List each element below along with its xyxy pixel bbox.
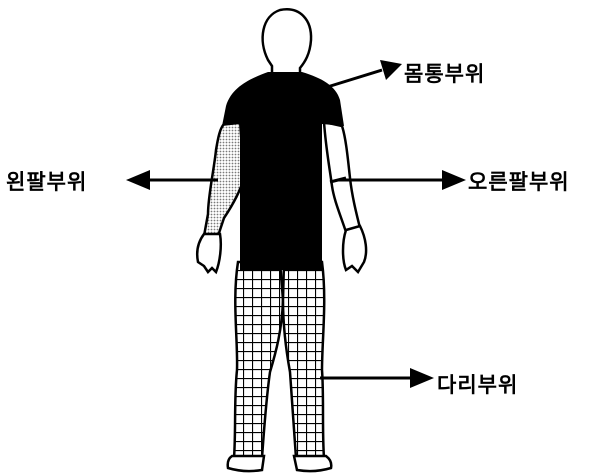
legs-region-label: 다리부위: [437, 369, 518, 399]
head: [263, 9, 311, 82]
right-arm-arrow: [338, 170, 466, 190]
left-hand: [197, 234, 221, 272]
left-leg: [234, 262, 283, 458]
torso: [222, 72, 344, 270]
right-hand: [343, 226, 366, 272]
right-leg: [283, 262, 324, 458]
torso-arrow: [324, 60, 402, 88]
torso-region-label: 몸통부위: [404, 58, 485, 88]
left-arm-region-label: 왼팔부위: [6, 166, 87, 196]
right-arm-region-label: 오른팔부위: [468, 166, 570, 196]
right-arm: [324, 122, 360, 232]
left-foot: [228, 456, 264, 471]
right-foot: [294, 456, 331, 471]
left-arm: [204, 120, 244, 236]
left-arm-arrow: [126, 170, 218, 190]
legs-arrow: [320, 368, 434, 388]
